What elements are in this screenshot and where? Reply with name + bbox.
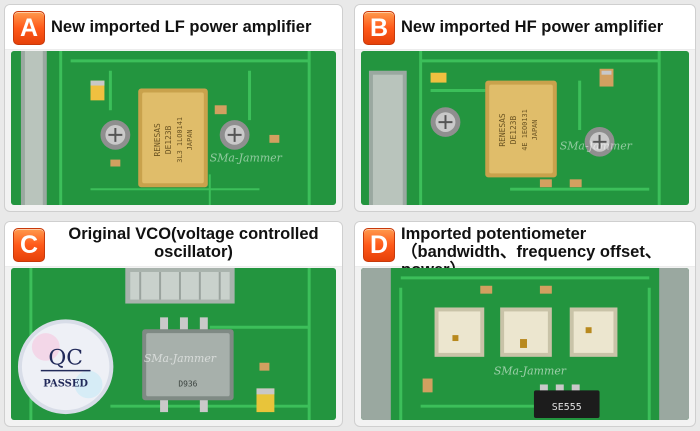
title-c: Original VCO(voltage controlled oscillat… — [68, 225, 319, 261]
chip-text-a-3: 3L3 1LO0141 — [176, 117, 184, 163]
badge-d: D — [363, 228, 395, 262]
chip-text-a-1: RENESAS — [153, 123, 162, 156]
chip-text-b-3: 4E 1EO0131 — [521, 109, 529, 151]
caption-d: D Imported potentiometer（bandwidth、frequ… — [355, 222, 695, 279]
panel-c: C Original VCO(voltage controlled oscill… — [4, 221, 343, 427]
sticker-qc-text: QC — [48, 346, 83, 371]
chip-text-b-4: JAPAN — [531, 120, 539, 141]
watermark-b: SMa-Jammer — [560, 140, 633, 153]
panel-d: D Imported potentiometer（bandwidth、frequ… — [354, 221, 696, 427]
photo-potentiometers: SMa-Jammer SE555 — [361, 268, 689, 420]
badge-a: A — [13, 11, 45, 45]
ic-label: SE555 — [552, 402, 582, 413]
panel-a: A New imported LF power amplifier — [4, 4, 343, 212]
chip-text-b-1: RENESAS — [498, 113, 507, 146]
vco-code: D936 — [178, 379, 197, 388]
badge-c: C — [13, 228, 45, 262]
badge-b: B — [363, 11, 395, 45]
watermark-d: SMa-Jammer — [494, 365, 567, 378]
panel-b: B New imported HF power amplifier — [354, 4, 696, 212]
pcb-board-a: RENESAS DE123B 3L3 1LO0141 JAPAN SMa-Jam… — [11, 51, 336, 205]
caption-a: A New imported LF power amplifier — [5, 5, 342, 50]
caption-c: C Original VCO(voltage controlled oscill… — [5, 222, 342, 267]
pcb-board-d: SMa-Jammer SE555 — [361, 268, 689, 420]
photo-vco: D936 SMa-Jammer QC PASSED — [11, 268, 336, 420]
watermark-a: SMa-Jammer — [210, 152, 283, 165]
qc-passed-sticker: QC PASSED — [17, 319, 114, 415]
potentiometer-frequency-offset — [500, 307, 552, 357]
chip-text-b-2: DE123B — [509, 116, 518, 145]
title-a: New imported LF power amplifier — [51, 18, 312, 36]
photo-hf-amplifier: RENESAS DE123B 4E 1EO0131 JAPAN SMa-Jamm… — [361, 51, 689, 205]
pcb-board-c: D936 SMa-Jammer QC PASSED — [11, 268, 336, 420]
potentiometer-power — [569, 307, 618, 357]
title-b: New imported HF power amplifier — [401, 18, 664, 36]
sticker-passed-text: PASSED — [43, 378, 88, 389]
pcb-board-b: RENESAS DE123B 4E 1EO0131 JAPAN SMa-Jamm… — [361, 51, 689, 205]
chip-text-a-4: JAPAN — [186, 129, 194, 150]
photo-lf-amplifier: RENESAS DE123B 3L3 1LO0141 JAPAN SMa-Jam… — [11, 51, 336, 205]
chip-text-a-2: DE123B — [164, 125, 173, 154]
caption-b: B New imported HF power amplifier — [355, 5, 695, 50]
potentiometer-bandwidth — [434, 307, 485, 357]
watermark-c: SMa-Jammer — [144, 352, 217, 365]
